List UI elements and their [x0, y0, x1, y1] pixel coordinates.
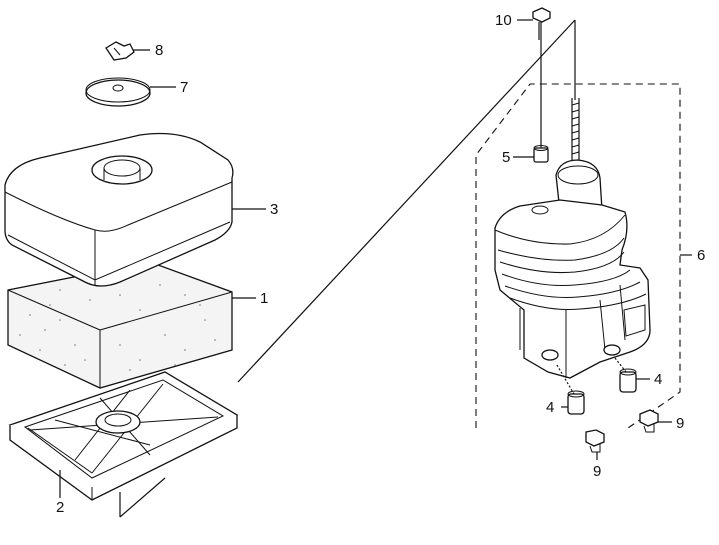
part-4-collar-right — [619, 368, 637, 393]
part-9-bolt-left — [585, 429, 605, 453]
callout-7: 7 — [180, 79, 188, 96]
part-10-bolt — [532, 7, 551, 150]
part-7-cap — [85, 77, 151, 107]
connector-diagonal — [237, 19, 576, 383]
callout-6: 6 — [697, 247, 705, 264]
part-6-group-box — [475, 83, 681, 429]
callout-9-left: 9 — [593, 463, 601, 480]
part-3-cover — [4, 132, 234, 287]
callout-8: 8 — [155, 42, 163, 59]
part-5-collar — [533, 145, 549, 163]
callout-1: 1 — [260, 290, 268, 307]
part-8-wing-nut — [105, 41, 135, 61]
callout-4-left: 4 — [546, 399, 554, 416]
part-9-bolt-right — [639, 409, 659, 433]
callout-2: 2 — [56, 499, 64, 516]
callout-4-right: 4 — [654, 371, 662, 388]
callout-10: 10 — [495, 12, 512, 29]
stud — [571, 98, 580, 170]
part-2-grid — [8, 371, 239, 501]
callout-5: 5 — [502, 149, 510, 166]
part-6-elbow — [494, 159, 651, 379]
part-4-collar-left — [567, 390, 585, 415]
callout-9-right: 9 — [676, 415, 684, 432]
callout-3: 3 — [270, 201, 278, 218]
